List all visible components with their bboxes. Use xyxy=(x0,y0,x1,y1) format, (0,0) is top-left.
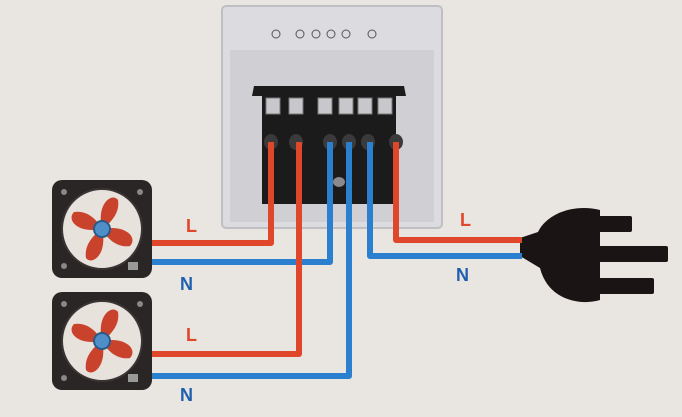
switch-box xyxy=(221,5,443,229)
wire-fan2-live xyxy=(152,142,302,357)
wire-fan1-live xyxy=(152,142,274,246)
terminal-screws xyxy=(265,97,393,115)
label-fan1-neutral: N xyxy=(180,274,193,294)
wire-fan1-neutral xyxy=(152,142,333,265)
plug-icon xyxy=(520,208,668,303)
fan-icon xyxy=(52,292,152,390)
label-supply-neutral: N xyxy=(456,265,469,285)
wire-supply-live xyxy=(393,142,522,243)
wires xyxy=(152,142,522,379)
label-fan2-neutral: N xyxy=(180,385,193,405)
terminal-marks xyxy=(271,29,377,39)
label-fan1-live: L xyxy=(186,216,197,236)
label-fan2-live: L xyxy=(186,325,197,345)
fan-icon xyxy=(52,180,152,278)
label-supply-live: L xyxy=(460,210,471,230)
wire-fan2-neutral xyxy=(152,142,352,379)
wire-supply-neutral xyxy=(367,142,522,259)
